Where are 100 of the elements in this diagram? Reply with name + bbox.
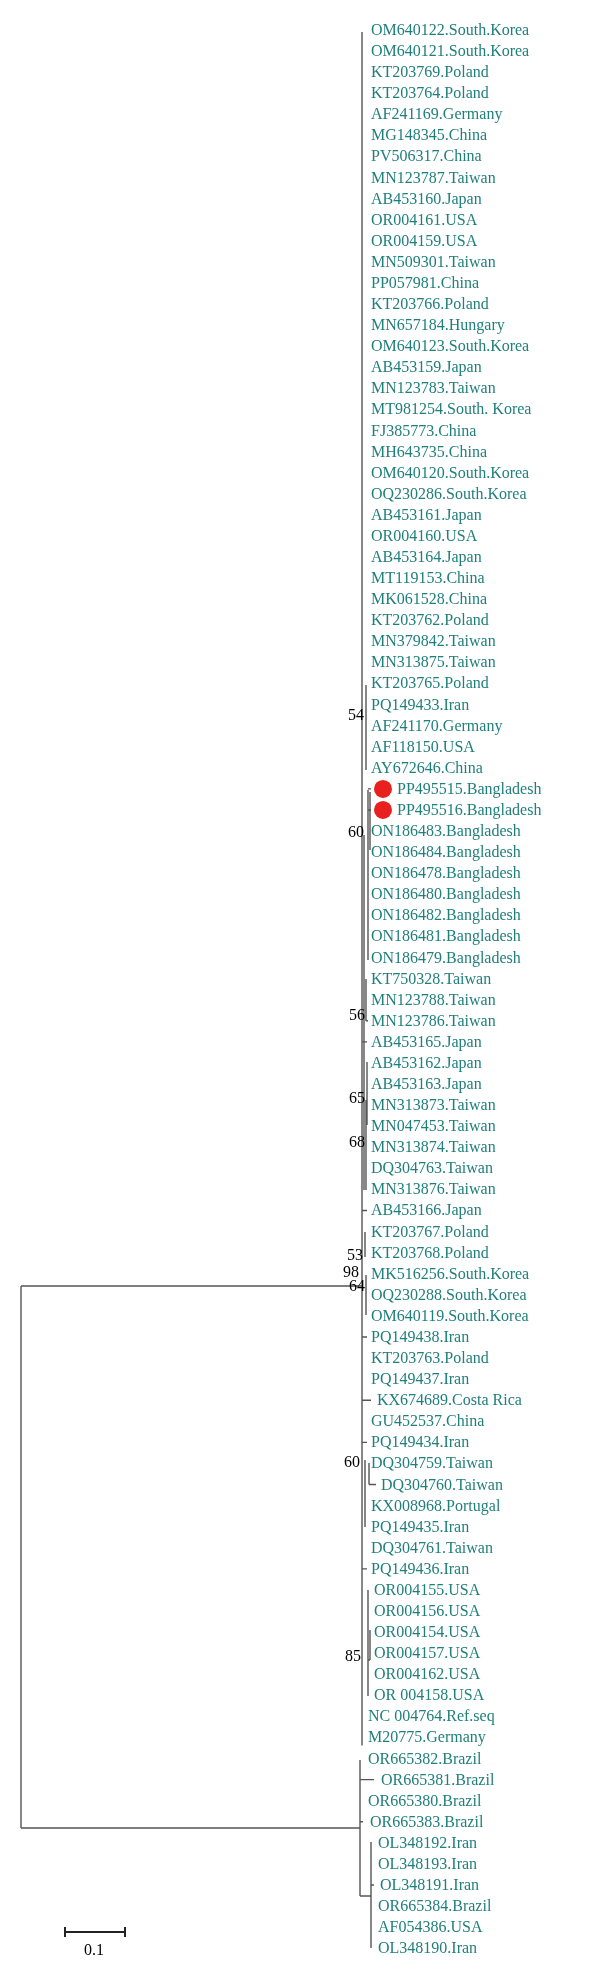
taxon-label: KT203764.Poland <box>371 83 489 104</box>
bootstrap-value: 53 <box>347 1245 363 1265</box>
taxon-label: PP057981.China <box>371 272 479 293</box>
taxon-label: OM640121.South.Korea <box>371 41 530 62</box>
taxon-label: OR665382.Brazil <box>368 1748 482 1769</box>
taxon-label: ON186480.Bangladesh <box>371 884 521 905</box>
taxon-label: AB453160.Japan <box>371 188 482 209</box>
taxon-label: OM640119.South.Korea <box>371 1305 529 1326</box>
taxon-label: FJ385773.China <box>371 420 477 441</box>
taxon-label: MN123788.Taiwan <box>371 989 496 1010</box>
taxon-label: MN123783.Taiwan <box>371 378 496 399</box>
taxon-label: KT203767.Poland <box>371 1221 489 1242</box>
taxon-label: MG148345.China <box>371 125 487 146</box>
taxon-label: ON186483.Bangladesh <box>371 821 521 842</box>
taxon-label: MN509301.Taiwan <box>371 251 496 272</box>
taxon-label: KX674689.Costa Rica <box>377 1390 522 1411</box>
taxon-label: KT750328.Taiwan <box>371 968 492 989</box>
taxon-label: OR004160.USA <box>371 525 478 546</box>
taxon-label: MN313876.Taiwan <box>371 1179 496 1200</box>
taxon-label: KT203763.Poland <box>371 1348 489 1369</box>
taxon-label: OL348193.Iran <box>378 1853 478 1874</box>
taxon-label: KT203766.Poland <box>371 294 489 315</box>
taxon-label: PQ149437.Iran <box>371 1369 470 1390</box>
taxon-label: PV506317.China <box>371 146 482 167</box>
taxon-label: AB453164.Japan <box>371 547 482 567</box>
taxon-label: OR004159.USA <box>371 230 478 251</box>
taxon-label: PP495515.Bangladesh <box>397 778 542 799</box>
taxon-label: DQ304761.Taiwan <box>371 1537 493 1558</box>
taxon-label: AY672646.China <box>371 757 483 778</box>
taxon-label: AB453166.Japan <box>371 1200 482 1221</box>
taxon-label: OR004161.USA <box>371 209 478 230</box>
taxon-label: OL348191.Iran <box>380 1875 480 1896</box>
taxon-label: PP495516.Bangladesh <box>397 799 542 820</box>
taxon-label: MN313873.Taiwan <box>371 1095 496 1116</box>
taxon-label: MN047453.Taiwan <box>371 1116 496 1137</box>
taxon-label: ON186478.Bangladesh <box>371 863 521 884</box>
taxon-label: OR004155.USA <box>374 1579 481 1600</box>
taxon-label: ON186479.Bangladesh <box>371 947 521 968</box>
taxon-label: OR665380.Brazil <box>368 1790 482 1811</box>
taxon-label: OM640122.South.Korea <box>371 20 530 40</box>
bootstrap-value: 64 <box>349 1277 365 1296</box>
taxon-label: MN123786.Taiwan <box>371 1010 496 1031</box>
taxon-label: AF118150.USA <box>371 736 475 757</box>
taxon-label: OL348192.Iran <box>378 1832 478 1853</box>
taxon-label: KT203769.Poland <box>371 62 489 83</box>
bootstrap-value: 60 <box>348 822 364 842</box>
taxon-label: OQ230288.South.Korea <box>371 1284 527 1305</box>
taxon-label: PQ149438.Iran <box>371 1326 470 1347</box>
taxon-label: MN657184.Hungary <box>371 315 505 336</box>
taxon-label: DQ304763.Taiwan <box>371 1158 493 1179</box>
taxon-label: MN123787.Taiwan <box>371 167 496 188</box>
taxon-label: MK061528.China <box>371 589 487 610</box>
bootstrap-value: 68 <box>349 1132 365 1152</box>
taxon-label: OL348190.Iran <box>378 1938 478 1959</box>
taxon-label: AB453159.Japan <box>371 357 482 378</box>
bootstrap-value: 98 <box>343 1262 359 1280</box>
taxon-label: DQ304760.Taiwan <box>381 1474 503 1495</box>
taxon-label: KT203762.Poland <box>371 610 489 631</box>
taxon-label: ON186482.Bangladesh <box>371 905 521 926</box>
taxon-label: PQ149435.Iran <box>371 1516 470 1537</box>
taxon-label: OM640123.South.Korea <box>371 336 530 357</box>
taxon-label: MH643735.China <box>371 441 487 462</box>
taxon-label: OR665383.Brazil <box>370 1811 484 1832</box>
taxon-label: OR004157.USA <box>374 1643 481 1664</box>
taxon-label: MT981254.South. Korea <box>371 399 532 420</box>
taxon-label: ON186484.Bangladesh <box>371 842 521 863</box>
bootstrap-value: 85 <box>345 1646 361 1666</box>
scale-bar-label: 0.1 <box>84 1940 104 1960</box>
taxon-label: PQ149436.Iran <box>371 1558 470 1579</box>
taxon-label: OR665381.Brazil <box>381 1769 495 1790</box>
taxon-label: AF054386.USA <box>378 1917 483 1938</box>
taxon-label: OR004156.USA <box>374 1601 481 1621</box>
taxon-label: MN379842.Taiwan <box>371 631 496 652</box>
taxon-label: OM640120.South.Korea <box>371 462 530 483</box>
taxon-label: OR004154.USA <box>374 1622 481 1643</box>
bootstrap-value: 65 <box>349 1088 365 1108</box>
taxon-label: KT203765.Poland <box>371 673 489 694</box>
taxon-label: GU452537.China <box>371 1411 485 1432</box>
taxon-label: M20775.Germany <box>368 1727 486 1748</box>
taxon-label: MN313874.Taiwan <box>371 1137 496 1158</box>
taxon-label: PQ149433.Iran <box>371 694 470 715</box>
taxon-label: PQ149434.Iran <box>371 1432 470 1453</box>
taxon-label: AB453163.Japan <box>371 1074 482 1094</box>
taxon-label: KX008968.Portugal <box>371 1495 501 1516</box>
taxon-label: NC 004764.Ref.seq <box>368 1706 495 1727</box>
bootstrap-value: 56 <box>349 1005 365 1025</box>
taxon-label: OR665384.Brazil <box>378 1896 492 1917</box>
taxon-label: AB453162.Japan <box>371 1052 482 1073</box>
bootstrap-value: 54 <box>348 705 364 725</box>
taxon-label: KT203768.Poland <box>371 1242 489 1263</box>
taxon-label: MK516256.South.Korea <box>371 1263 530 1284</box>
taxon-label: AF241170.Germany <box>371 715 503 736</box>
taxon-label: ON186481.Bangladesh <box>371 926 521 947</box>
taxon-label: OQ230286.South.Korea <box>371 483 527 504</box>
taxon-label: OR 004158.USA <box>374 1685 485 1706</box>
taxon-label: AB453161.Japan <box>371 504 482 525</box>
taxon-label: OR004162.USA <box>374 1664 481 1685</box>
taxon-label: MT119153.China <box>371 568 485 589</box>
taxon-label: MN313875.Taiwan <box>371 652 496 673</box>
taxon-label: AF241169.Germany <box>371 104 503 125</box>
